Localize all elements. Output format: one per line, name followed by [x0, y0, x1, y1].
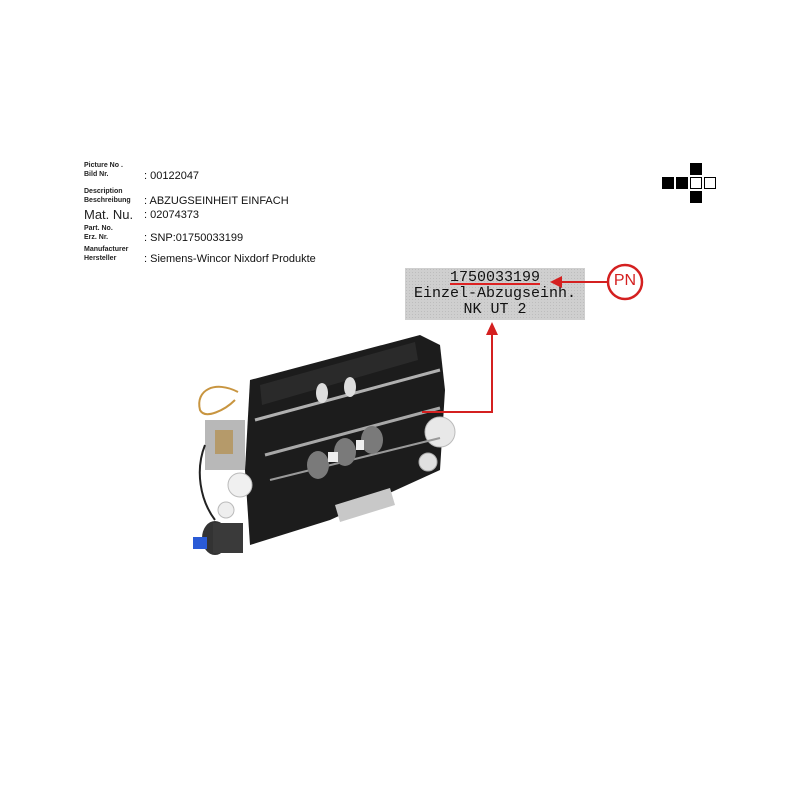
pn-badge: PN — [613, 272, 637, 289]
part-no-value: : SNP:01750033199 — [144, 232, 244, 244]
picture-no-label-en: Picture No . — [84, 162, 123, 169]
description-label-en: Description — [84, 188, 123, 195]
pn-badge-icon — [606, 263, 644, 301]
mat-nu-value: : 02074373 — [144, 209, 200, 221]
manufacturer-label-de: Hersteller — [84, 255, 117, 262]
part-no-label-en: Part. No. — [84, 225, 113, 232]
arrow-head-icon — [550, 276, 562, 288]
manufacturer-value: : Siemens-Wincor Nixdorf Produkte — [144, 253, 316, 265]
picture-no-label-de: Bild Nr. — [84, 171, 109, 178]
label-description: Einzel-Abzugseinh. — [413, 285, 577, 302]
label-part-number: 1750033199 — [449, 269, 540, 286]
manufacturer-label-en: Manufacturer — [84, 246, 129, 253]
description-value: : ABZUGSEINHEIT EINFACH — [144, 195, 289, 207]
label-type: NK UT 2 — [463, 301, 527, 318]
description-label-de: Beschreibung — [84, 197, 131, 204]
part-label-plate: 1750033199 Einzel-Abzugseinh. NK UT 2 — [405, 268, 585, 320]
arrow-up-icon — [486, 322, 498, 335]
picture-no-value: : 00122047 — [144, 170, 200, 182]
mat-nu-label: Mat. Nu. — [84, 207, 134, 222]
part-no-label-de: Erz. Nr. — [84, 234, 109, 241]
